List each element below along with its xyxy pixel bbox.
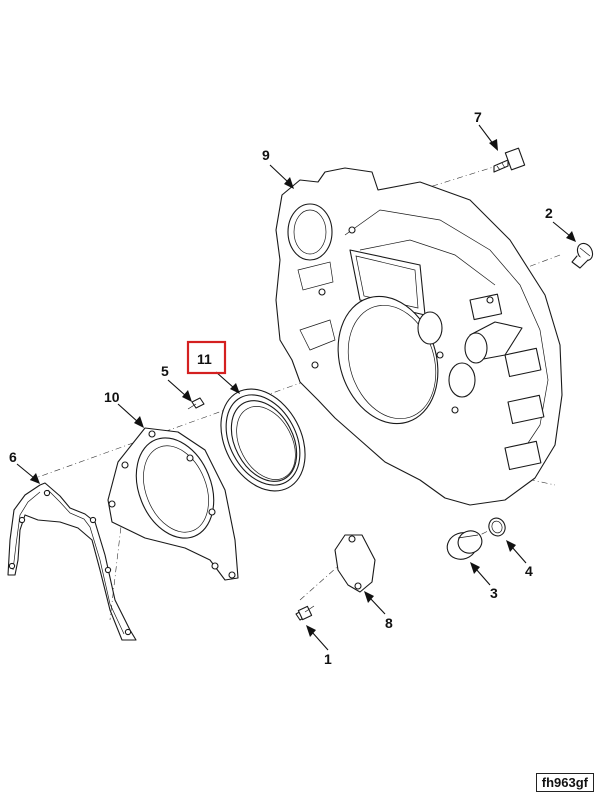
callout-11[interactable]: 11 xyxy=(197,351,212,367)
callout-labels: 7 2 9 11 5 10 6 4 3 8 1 xyxy=(9,109,553,667)
plug-3 xyxy=(446,530,483,560)
callout-5[interactable]: 5 xyxy=(161,363,169,379)
callout-8[interactable]: 8 xyxy=(385,615,393,631)
callout-3[interactable]: 3 xyxy=(490,585,498,601)
cover-plate-8 xyxy=(334,534,376,593)
leader-lines xyxy=(16,124,576,651)
callout-4[interactable]: 4 xyxy=(525,563,533,579)
callout-7[interactable]: 7 xyxy=(474,109,482,125)
highlight-box-callout-11 xyxy=(186,340,227,375)
callout-2[interactable]: 2 xyxy=(545,205,553,221)
capscrew-7 xyxy=(493,147,526,173)
callout-10[interactable]: 10 xyxy=(104,389,120,405)
callout-1[interactable]: 1 xyxy=(324,651,332,667)
capscrew-1 xyxy=(295,605,315,621)
gasket-6 xyxy=(7,482,137,641)
callout-9[interactable]: 9 xyxy=(262,147,270,163)
figure-code-label: fh963gf xyxy=(535,773,594,792)
seal-housing-10 xyxy=(107,427,239,581)
capscrew-5 xyxy=(187,397,205,410)
o-ring-4 xyxy=(488,517,506,537)
callout-6[interactable]: 6 xyxy=(9,449,17,465)
plug-2 xyxy=(571,242,594,269)
flywheel-housing xyxy=(275,167,563,506)
